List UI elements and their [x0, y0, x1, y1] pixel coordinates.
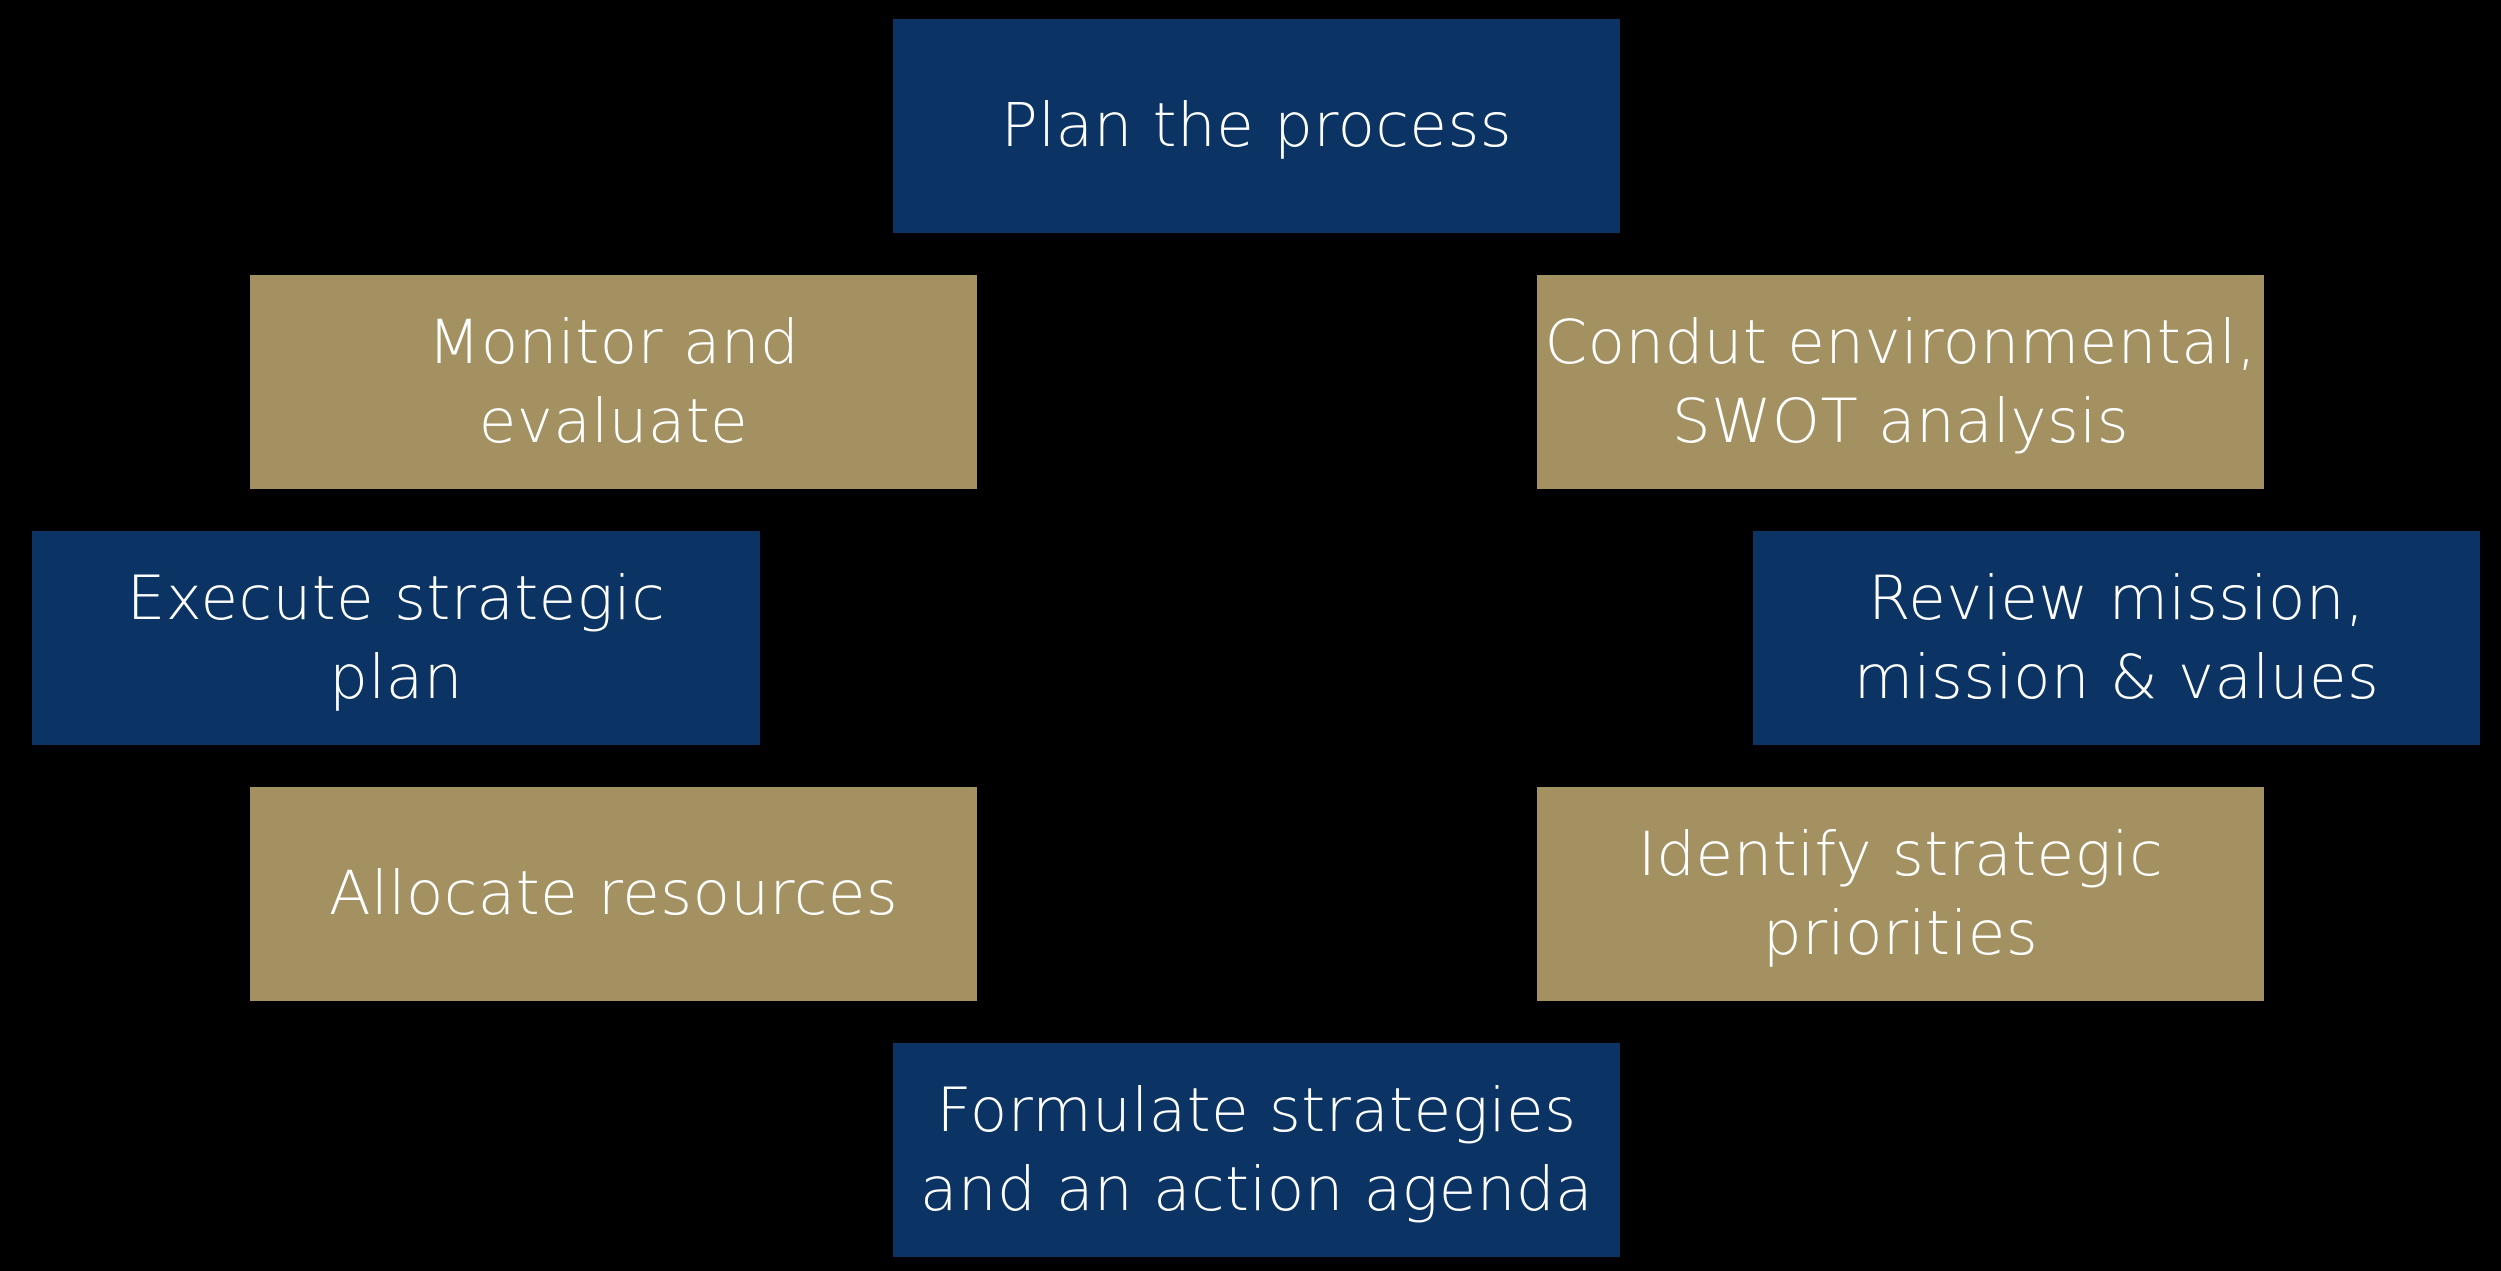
step-monitor-and-evaluate: Monitor and evaluate — [250, 275, 977, 489]
step-execute-strategic-plan: Execute strategic plan — [32, 531, 760, 745]
step-formulate-strategies-action-agenda: Formulate strategies and an action agend… — [893, 1043, 1620, 1257]
step-identify-strategic-priorities: Identify strategic priorities — [1537, 787, 2264, 1001]
step-plan-the-process: Plan the process — [893, 19, 1620, 233]
step-conduct-environmental-swot-analysis: Condut environmental, SWOT analysis — [1537, 275, 2264, 489]
step-allocate-resources: Allocate resources — [250, 787, 977, 1001]
step-review-mission-and-values: Review mission, mission & values — [1753, 531, 2480, 745]
